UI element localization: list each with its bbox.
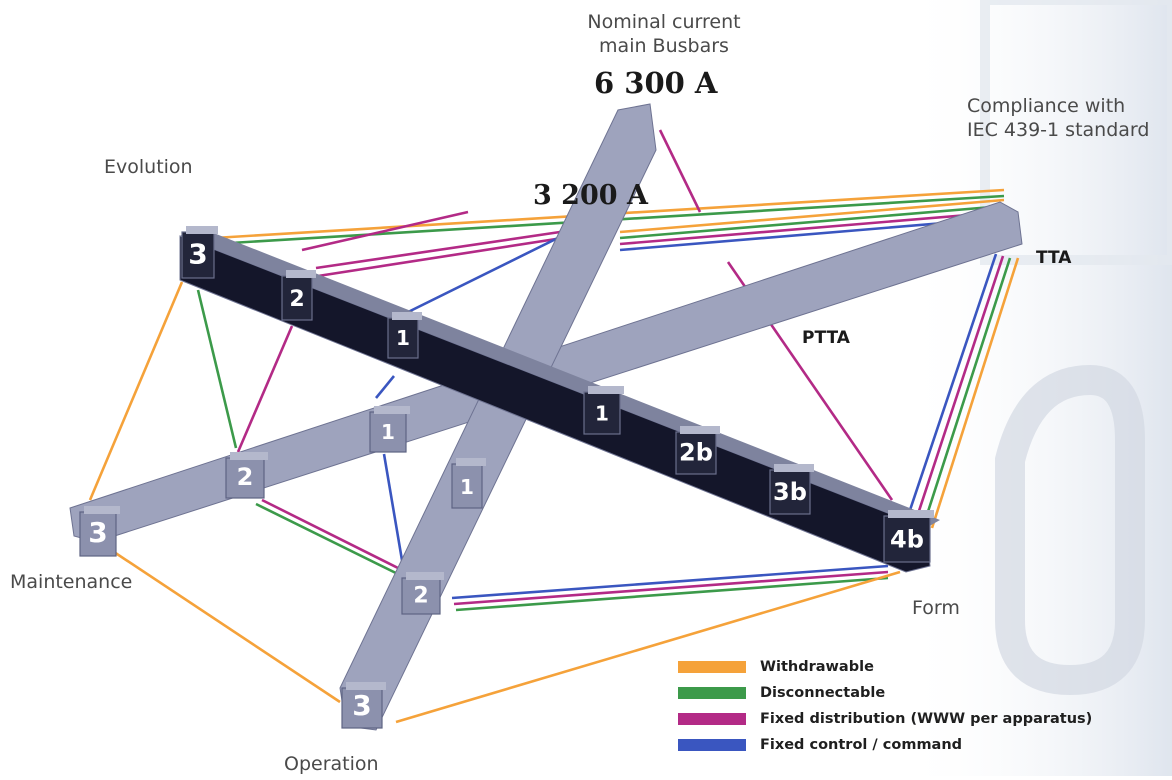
legend-item-fixed-distribution: Fixed distribution (WWW per apparatus) (678, 706, 1092, 732)
legend-swatch-fixed-distribution (678, 713, 746, 725)
connection-line (255, 502, 407, 580)
legend-swatch-fixed-control (678, 739, 746, 751)
marker-evolution-1-text: 1 (396, 326, 410, 350)
marker-maintenance-3-block (79, 511, 117, 557)
legend-item-disconnectable: Disconnectable (678, 680, 1092, 706)
marker-evolution-3-text: 3 (188, 237, 207, 270)
connection-line (619, 204, 1005, 240)
marker-maintenance-2-block (225, 457, 265, 499)
marker-form-4b-cap (888, 510, 934, 518)
marker-maintenance-3-text: 3 (88, 516, 107, 549)
connection-line (658, 129, 702, 213)
connection-line (315, 230, 561, 270)
current-6300-label: 6 300 A (594, 66, 718, 100)
connection-line (382, 453, 406, 573)
marker-operation-1-text: 1 (460, 475, 474, 499)
marker-maintenance-1-cap (374, 406, 410, 414)
compliance-label: Compliance with IEC 439-1 standard (967, 94, 1149, 142)
ptta-label: PTTA (802, 328, 850, 348)
marker-evolution-1-cap (392, 312, 422, 320)
marker-form-2b-cap (680, 426, 720, 434)
marker-form-4b-text: 4b (890, 525, 924, 553)
nominal-current-label: Nominal current main Busbars (574, 10, 754, 58)
axis-markers: 3 2 1 3 2 1 3 2 1 4b 3b 2b 1 (79, 226, 934, 729)
legend-label-withdrawable: Withdrawable (760, 659, 874, 675)
marker-form-3b-cap (774, 464, 814, 472)
tta-label: TTA (1036, 248, 1072, 268)
compliance-line2: IEC 439-1 standard (967, 119, 1150, 141)
marker-evolution-3-block (181, 231, 215, 279)
legend-swatch-disconnectable (678, 687, 746, 699)
connection-line (914, 255, 1005, 521)
legend-swatch-withdrawable (678, 661, 746, 673)
marker-operation-1-cap (456, 458, 486, 466)
connection-line (301, 210, 469, 252)
marker-form-2b-text: 2b (679, 439, 713, 467)
legend-label-fixed-control: Fixed control / command (760, 737, 963, 753)
background-handle (995, 364, 1145, 696)
connection-line (451, 564, 889, 600)
legend: Withdrawable Disconnectable Fixed distri… (678, 654, 1092, 758)
evolution-label: Evolution (104, 156, 193, 178)
nominal-current-line2: main Busbars (599, 35, 729, 57)
marker-operation-3-block (341, 687, 383, 729)
connection-line (395, 570, 901, 724)
legend-item-withdrawable: Withdrawable (678, 654, 1092, 680)
connection-line (88, 281, 184, 501)
marker-maintenance-2-text: 2 (237, 463, 254, 491)
marker-operation-2-block (401, 577, 441, 615)
marker-maintenance-2-cap (230, 452, 268, 460)
axis-bars (69, 103, 1023, 731)
connection-line (619, 198, 1005, 234)
current-3200-label: 3 200 A (533, 180, 648, 211)
marker-maintenance-1-block (369, 411, 407, 453)
connection-line (236, 325, 294, 453)
connection-line (922, 257, 1012, 525)
connection-line (395, 230, 571, 320)
background-cabinet (980, 0, 1172, 265)
marker-operation-3-cap (346, 682, 386, 690)
connection-line (453, 570, 889, 606)
marker-evolution-2-text: 2 (289, 287, 304, 312)
marker-evolution-3-cap (186, 226, 218, 234)
marker-operation-3-text: 3 (352, 689, 371, 722)
connection-line (619, 210, 1005, 246)
nominal-current-line1: Nominal current (587, 11, 741, 33)
connection-line (374, 375, 396, 399)
marker-evolution-2-cap (286, 270, 316, 278)
maintenance-label: Maintenance (10, 571, 133, 593)
marker-evolution-2-block (281, 275, 313, 321)
marker-operation-2-text: 2 (413, 583, 428, 608)
compliance-line1: Compliance with (967, 95, 1126, 117)
operation-label: Operation (284, 753, 379, 775)
marker-form-1-text: 1 (595, 402, 609, 426)
marker-maintenance-1-text: 1 (381, 420, 395, 444)
marker-form-3b-text: 3b (773, 478, 807, 506)
connection-line (261, 498, 411, 576)
connection-line (906, 253, 998, 517)
connection-line (455, 576, 889, 612)
evolution-form-bar-top (180, 226, 940, 528)
marker-operation-1-block (451, 463, 483, 509)
marker-form-1-cap (588, 386, 624, 394)
legend-label-disconnectable: Disconnectable (760, 685, 886, 701)
marker-maintenance-3-cap (84, 506, 120, 514)
form-label: Form (912, 597, 960, 619)
marker-operation-2-cap (406, 572, 444, 580)
connection-line (930, 257, 1020, 529)
connection-line (196, 289, 238, 449)
connection-line (107, 546, 341, 704)
legend-item-fixed-control: Fixed control / command (678, 732, 1092, 758)
legend-label-fixed-distribution: Fixed distribution (WWW per apparatus) (760, 711, 1093, 727)
marker-form-2b-block (675, 431, 717, 475)
